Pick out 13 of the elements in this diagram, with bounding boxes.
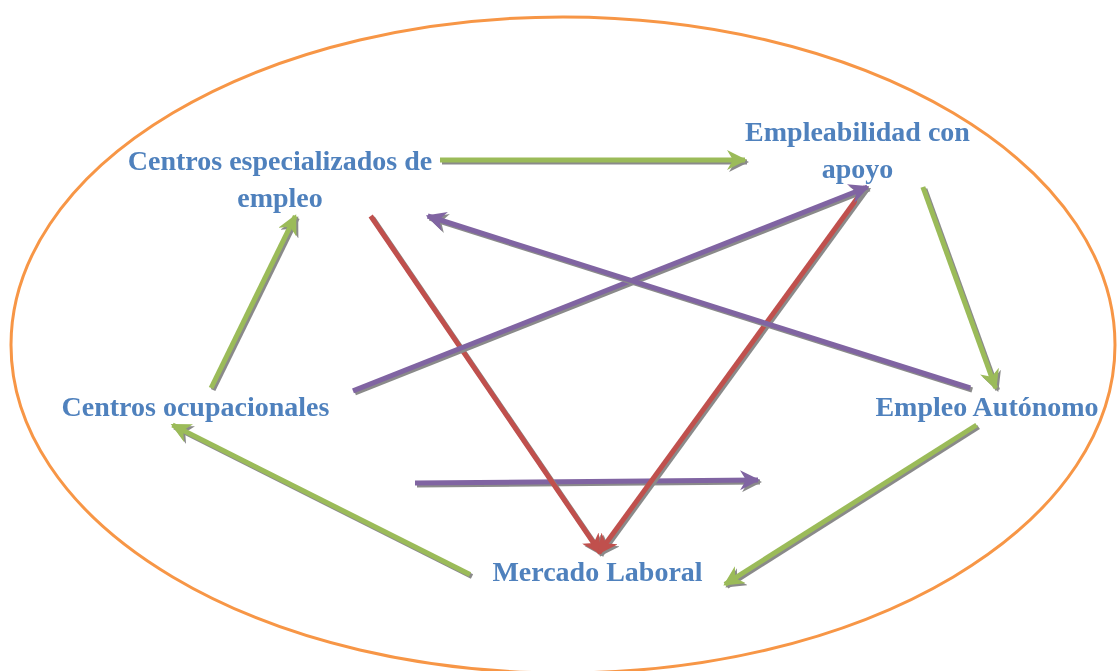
arrow	[352, 184, 870, 394]
arrow	[170, 422, 472, 577]
node-label: Empleo Autónomo	[874, 390, 1100, 424]
node-label: Centros ocupacionales	[60, 390, 331, 424]
arrow	[723, 422, 978, 587]
arrow	[425, 211, 971, 391]
node-label: Centros especializados de empleo	[126, 144, 434, 215]
node-label: Empleabilidad con apoyo	[745, 115, 970, 186]
arrow	[920, 186, 999, 390]
arrow	[440, 150, 747, 170]
node-label: Mercado Laboral	[491, 555, 704, 589]
arrow	[368, 214, 603, 555]
arrow	[208, 214, 298, 390]
